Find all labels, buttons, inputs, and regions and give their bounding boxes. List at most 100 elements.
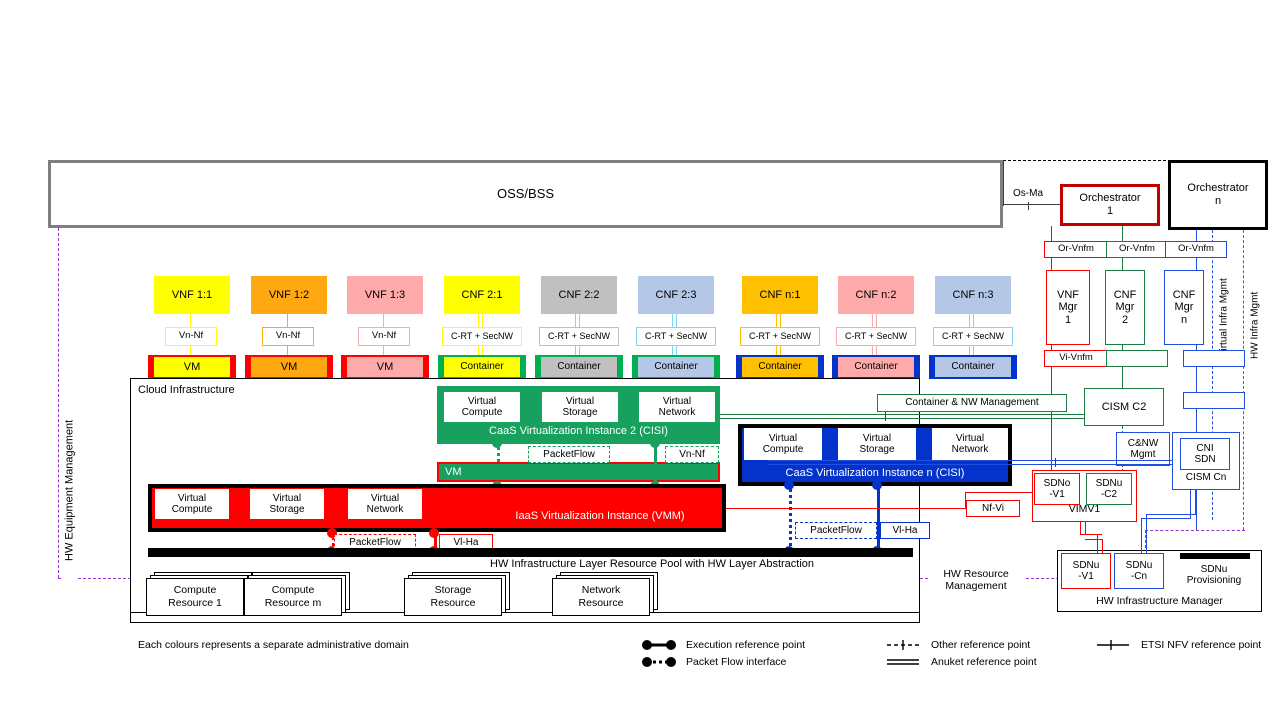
unit-box-4[interactable]: Container: [541, 357, 617, 377]
sdnu-c2-box[interactable]: SDNu -C2: [1086, 473, 1132, 505]
function-box-5[interactable]: CNF 2:3: [638, 276, 714, 314]
reference-point-box-8[interactable]: C-RT + SecNW: [933, 327, 1013, 346]
unit-box-1[interactable]: VM: [251, 357, 327, 377]
reference-point-box-0[interactable]: Vn-Nf: [165, 327, 217, 346]
unit-box-2[interactable]: VM: [347, 357, 423, 377]
function-box-6[interactable]: CNF n:1: [742, 276, 818, 314]
cni-sdn-box[interactable]: CNI SDN: [1180, 438, 1230, 470]
cismcn-hwim-link-h1: [1141, 518, 1191, 519]
vi-vnfm-red-box[interactable]: Vi-Vnfm: [1044, 350, 1108, 367]
caasn-virtual-storage[interactable]: Virtual Storage: [838, 428, 916, 460]
vc-line2: Compute: [762, 444, 804, 455]
cismcn-anuket-tick: [1055, 458, 1056, 467]
iaas-packetflow-dot-top: [327, 528, 337, 538]
caasn-virtual-compute[interactable]: Virtual Compute: [744, 428, 822, 460]
oss-bss-box[interactable]: OSS/BSS: [48, 160, 1003, 228]
orchestrator-1-number: 1: [1106, 205, 1114, 217]
reference-point-label: C-RT + SecNW: [845, 331, 907, 342]
function-box-label: CNF 2:2: [558, 288, 600, 301]
orchestrator-1-box[interactable]: Orchestrator 1: [1060, 184, 1160, 226]
or-vnfm-blue-box[interactable]: Or-Vnfm: [1165, 241, 1227, 258]
unit-box-6[interactable]: Container: [742, 357, 818, 377]
reference-point-box-1[interactable]: Vn-Nf: [262, 327, 314, 346]
unit-box-7[interactable]: Container: [838, 357, 914, 377]
caas2-virtual-network[interactable]: Virtual Network: [638, 391, 716, 423]
ossbss-to-orchestratorn-dashed: [1003, 160, 1171, 161]
function-box-0[interactable]: VNF 1:1: [154, 276, 230, 314]
unit-box-label: Container: [557, 361, 601, 373]
reference-point-box-7[interactable]: C-RT + SecNW: [836, 327, 916, 346]
other-reference-icon: [887, 639, 919, 650]
iaas-instance-label: IaaS Virtualization Instance (VMM): [515, 509, 685, 522]
function-box-4[interactable]: CNF 2:2: [541, 276, 617, 314]
iaas-virtual-network[interactable]: Virtual Network: [347, 488, 423, 520]
hw-resource-management-label: HW Resource Management: [928, 566, 1024, 594]
or-vnfm-green-box[interactable]: Or-Vnfm: [1106, 241, 1168, 258]
iaas-virtual-compute[interactable]: Virtual Compute: [154, 488, 230, 520]
or-vnfm-red-box[interactable]: Or-Vnfm: [1044, 241, 1108, 258]
function-box-3[interactable]: CNF 2:1: [444, 276, 520, 314]
hw-resource-mgmt-line2: Management: [945, 580, 1007, 592]
vnf-mgr-1-box[interactable]: VNF Mgr 1: [1046, 270, 1090, 345]
function-box-8[interactable]: CNF n:3: [935, 276, 1011, 314]
cnf-mgr-n-line2: Mgr: [1174, 301, 1194, 314]
vi-vnfm-blue-box[interactable]: [1183, 350, 1245, 367]
cismcn-hwim-link-d: [1146, 514, 1147, 553]
vm-bar-green[interactable]: VM: [437, 462, 720, 482]
reference-point-label: C-RT + SecNW: [451, 331, 513, 342]
reference-point-box-3[interactable]: C-RT + SecNW: [442, 327, 522, 346]
unit-box-0[interactable]: VM: [154, 357, 230, 377]
cnf-mgr-2-box[interactable]: CNF Mgr 2: [1105, 270, 1145, 345]
reference-point-box-4[interactable]: C-RT + SecNW: [539, 327, 619, 346]
caas2-packetflow-label[interactable]: PacketFlow: [528, 446, 610, 463]
caas2-packetflow-dot-top: [492, 438, 502, 448]
caas-instance-2-label: CaaS Virtualization Instance 2 (CISI): [489, 424, 668, 437]
sdno-v1-box[interactable]: SDNo -V1: [1034, 473, 1080, 505]
hw-pool-label: HW Infrastructure Layer Resource Pool wi…: [490, 558, 815, 570]
function-box-label: CNF n:2: [855, 288, 897, 301]
reference-point-label: C-RT + SecNW: [942, 331, 1004, 342]
reference-point-label: C-RT + SecNW: [645, 331, 707, 342]
cism-cn-label: CISM Cn: [1185, 472, 1227, 484]
unit-box-5[interactable]: Container: [638, 357, 714, 377]
caas2-vn-nf-label[interactable]: Vn-Nf: [665, 446, 719, 463]
unit-box-3[interactable]: Container: [444, 357, 520, 377]
cnf-mgr-n-box[interactable]: CNF Mgr n: [1164, 270, 1204, 345]
cnf-mgr-n-lower-box[interactable]: [1183, 392, 1245, 409]
cnf-mgr-2-line3: 2: [1121, 313, 1129, 326]
caas2-vnnf-connector: [654, 442, 657, 486]
orchestrator-n-box[interactable]: Orchestrator n: [1168, 160, 1268, 230]
function-box-2[interactable]: VNF 1:3: [347, 276, 423, 314]
caas2-virtual-storage[interactable]: Virtual Storage: [541, 391, 619, 423]
cni-sdn-line1: CNI: [1196, 442, 1214, 454]
sdno-v1-line2: -V1: [1049, 489, 1065, 500]
cismcn-anuket-line1: [768, 460, 1172, 461]
cnf-mgr-n-line1: CNF: [1172, 288, 1196, 301]
reference-point-box-6[interactable]: C-RT + SecNW: [740, 327, 820, 346]
reference-point-box-2[interactable]: Vn-Nf: [358, 327, 410, 346]
caasn-virtual-network[interactable]: Virtual Network: [932, 428, 1008, 460]
nf-vi-label[interactable]: Nf-Vi: [966, 500, 1020, 517]
caas2-virtual-compute[interactable]: Virtual Compute: [443, 391, 521, 423]
unit-box-8[interactable]: Container: [935, 357, 1011, 377]
cism-c2-box[interactable]: CISM C2: [1084, 388, 1164, 426]
caasn-vi-ha-label[interactable]: Vl-Ha: [880, 522, 930, 539]
reference-point-box-5[interactable]: C-RT + SecNW: [636, 327, 716, 346]
container-nw-management-box[interactable]: Container & NW Management: [877, 394, 1067, 412]
function-box-7[interactable]: CNF n:2: [838, 276, 914, 314]
sdnu-v1-box[interactable]: SDNu -V1: [1061, 553, 1111, 589]
function-box-1[interactable]: VNF 1:2: [251, 276, 327, 314]
iaas-virtual-storage[interactable]: Virtual Storage: [249, 488, 325, 520]
vi-vnfm-green-box[interactable]: [1106, 350, 1168, 367]
sdnu-provisioning-box[interactable]: SDNu Provisioning: [1168, 560, 1260, 590]
caasn-packetflow-label[interactable]: PacketFlow: [795, 522, 877, 539]
sdnu-cn-box[interactable]: SDNu -Cn: [1114, 553, 1164, 589]
orchestrator-n-number: n: [1214, 195, 1222, 207]
